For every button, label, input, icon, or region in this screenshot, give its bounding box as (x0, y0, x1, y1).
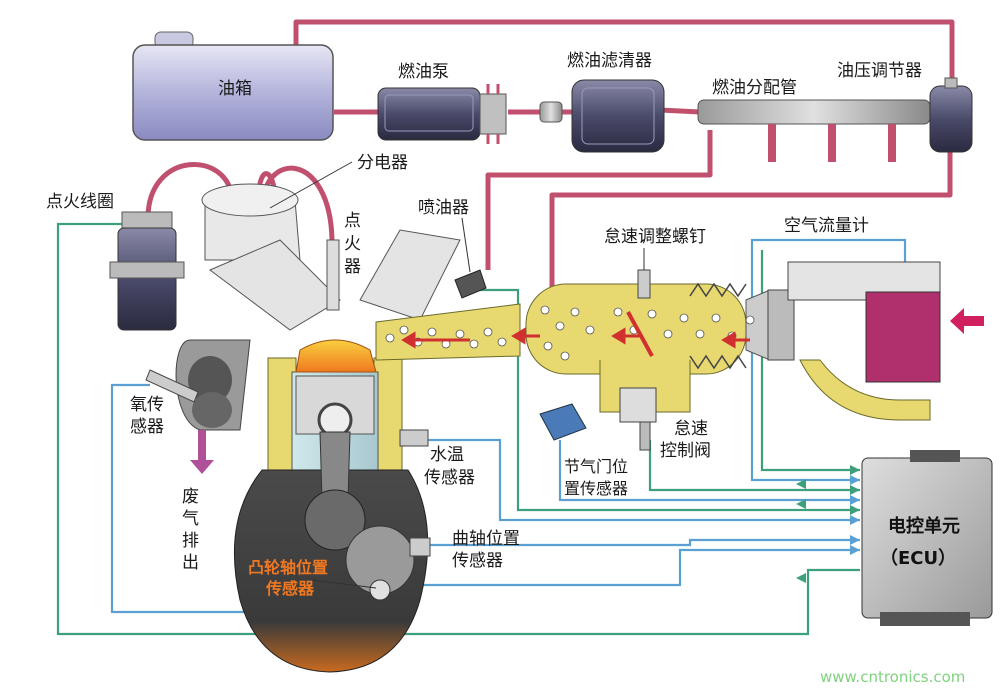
air-flow-meter (767, 261, 941, 421)
label-idle-valve-1: 怠速 (674, 419, 708, 439)
fuel-pump (377, 84, 507, 144)
label-throttle-sensor-2: 置传感器 (564, 479, 628, 498)
incoming-air-arrow (950, 308, 984, 334)
label-distributor: 分电器 (357, 153, 408, 173)
label-tank: 油箱 (218, 79, 252, 99)
ecu-arrowheads (796, 465, 860, 583)
label-throttle-sensor-1: 节气门位 (564, 457, 628, 476)
label-cam-sensor-2: 传感器 (265, 579, 315, 598)
regulator-vacuum-line (549, 150, 953, 295)
fuel-tank (132, 31, 334, 141)
label-air-flow-meter: 空气流量计 (784, 216, 869, 236)
flow-arrows (401, 327, 750, 349)
label-oxygen-sensor-1: 氧传 (130, 395, 164, 415)
label-oxygen-sensor-2: 感器 (130, 417, 164, 437)
filter-to-rail-line (659, 107, 701, 115)
label-coolant-sensor-1: 水温 (430, 445, 464, 465)
text-labels: 油箱 燃油泵 燃油滤清器 燃油分配管 油压调节器 分电器 点火线圈 点 火 器 … (46, 51, 965, 686)
label-ecu-1: 电控单元 (888, 515, 960, 537)
label-crank-sensor-2: 传感器 (452, 551, 503, 571)
label-exhaust-4: 出 (182, 553, 199, 573)
return-fuel-line (293, 19, 955, 95)
coolant-sensor (399, 429, 429, 447)
oxygen-sensor (145, 369, 199, 403)
label-exhaust-1: 废 (182, 487, 199, 507)
coil-to-distributor-wire (145, 162, 235, 219)
ecu-box (861, 450, 993, 626)
label-crank-sensor-1: 曲轴位置 (452, 529, 520, 549)
idle-control-valve (619, 387, 657, 451)
label-cam-sensor-1: 凸轮轴位置 (248, 558, 328, 577)
throttle-position-sensor (539, 403, 587, 441)
label-spark-plug-1: 点 (344, 211, 361, 231)
watermark: www.cntronics.com (820, 668, 965, 686)
fuel-rail (697, 99, 931, 162)
bellows (689, 282, 747, 370)
pressure-regulator (929, 77, 973, 153)
label-spark-plug-3: 器 (344, 257, 361, 277)
label-fuel-filter: 燃油滤清器 (567, 51, 652, 71)
distributor (201, 183, 301, 261)
exhaust-arrow (190, 430, 214, 474)
label-coolant-sensor-2: 传感器 (424, 468, 475, 488)
signal-wires (56, 222, 907, 636)
label-idle-screw: 怠速调整螺钉 (604, 227, 706, 247)
spark-plug (326, 239, 340, 311)
label-ecu-2: （ECU） (880, 548, 956, 569)
ignition-coil (109, 211, 185, 331)
leader-lines (269, 161, 645, 589)
engine (175, 229, 461, 673)
fuel-filter (571, 79, 665, 153)
label-spark-plug-2: 火 (344, 234, 361, 254)
idle-screw (637, 269, 651, 299)
fuel-injector (454, 269, 487, 299)
throttle-plate (626, 311, 654, 357)
label-injector: 喷油器 (418, 198, 469, 218)
label-exhaust-2: 气 (182, 509, 199, 529)
intake-manifold (375, 283, 771, 413)
label-fuel-rail: 燃油分配管 (712, 78, 797, 98)
label-ignition-coil: 点火线圈 (46, 192, 114, 212)
rail-to-injector-line (485, 130, 713, 270)
label-pressure-regulator: 油压调节器 (837, 61, 922, 81)
fuel-lines (145, 19, 955, 295)
label-exhaust-3: 排 (182, 531, 199, 551)
label-fuel-pump: 燃油泵 (398, 62, 449, 82)
label-idle-valve-2: 控制阀 (660, 441, 711, 461)
pump-coupling (539, 101, 563, 123)
